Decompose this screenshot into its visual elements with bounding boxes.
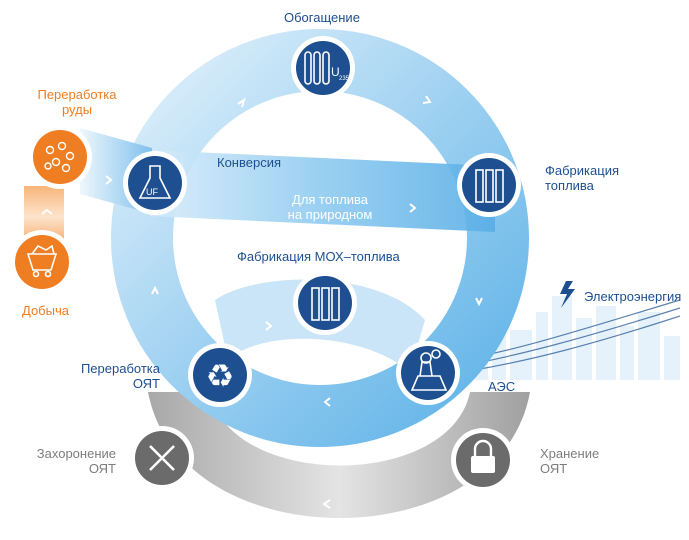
flask-icon (138, 165, 172, 199)
ore-processing-node (28, 125, 92, 189)
conversion-node: UF (123, 151, 187, 215)
snf-disposal-label-line1: Захоронение (36, 446, 116, 461)
cross-icon (149, 445, 175, 471)
mox-fabrication-label: Фабрикация МОХ–топлива (237, 249, 400, 264)
snf-disposal-label-line2: ОЯТ (88, 461, 116, 476)
natural-uranium-label: Для топлива на природном уране (270, 192, 390, 237)
lightning-icon (560, 281, 575, 308)
fuel-fabrication-label-line1: Фабрикация (545, 163, 620, 178)
mining-node (10, 230, 74, 294)
snf-reprocessing-label-line1: Переработка (80, 361, 160, 376)
conversion-label: Конверсия (217, 155, 282, 170)
mox-fabrication-node (293, 271, 357, 335)
natural-uranium-label-line1: Для топлива (292, 192, 368, 207)
city-skyline (470, 296, 680, 380)
lock-icon (471, 439, 495, 473)
flow-arrows (41, 95, 483, 509)
uranium-symbol: U (331, 65, 340, 79)
snf-storage-node (451, 428, 515, 492)
fuel-rods-icon (475, 169, 504, 203)
uf6-label: UF (146, 187, 158, 197)
power-plant-icon (410, 349, 448, 391)
fuel-fabrication-label: Фабрикация топлива (545, 163, 619, 193)
electricity-label: Электроэнергия (584, 289, 682, 304)
ore-dots-icon (44, 141, 75, 173)
mining-label: Добыча (22, 303, 69, 318)
snf-reprocessing-label: Переработка ОЯТ (60, 361, 160, 391)
npp-node (396, 341, 460, 405)
ore-processing-label-line2: руды (61, 102, 93, 117)
mine-cart-icon (26, 244, 58, 278)
fuel-fabrication-label-line2: топлива (545, 178, 594, 193)
snf-reprocessing-node: ♻ (188, 343, 252, 407)
ore-processing-label: Переработка руды (32, 87, 122, 117)
recycle-icon: ♻ (206, 357, 235, 395)
snf-storage-label-line1: Хранение (540, 446, 600, 461)
mox-fuel-rods-icon (311, 287, 340, 321)
snf-disposal-node (130, 426, 194, 490)
ore-processing-label-line1: Переработка (37, 87, 117, 102)
snf-disposal-label: Захоронение ОЯТ (20, 446, 116, 476)
enrichment-node: U 235 (291, 36, 355, 100)
uranium-mass: 235 (339, 76, 350, 82)
enrichment-label: Обогащение (284, 10, 360, 25)
snf-storage-label-line2: ОЯТ (540, 461, 568, 476)
natural-uranium-label-line3: уране (312, 222, 348, 237)
npp-label: АЭС (488, 379, 516, 394)
waste-arc (148, 392, 530, 518)
snf-reprocessing-label-line2: ОЯТ (132, 376, 160, 391)
natural-uranium-band (150, 150, 495, 232)
centrifuge-icon (304, 51, 330, 85)
natural-uranium-label-line2: на природном (287, 207, 373, 222)
snf-storage-label: Хранение ОЯТ (540, 446, 599, 476)
fuel-fabrication-node (457, 153, 521, 217)
